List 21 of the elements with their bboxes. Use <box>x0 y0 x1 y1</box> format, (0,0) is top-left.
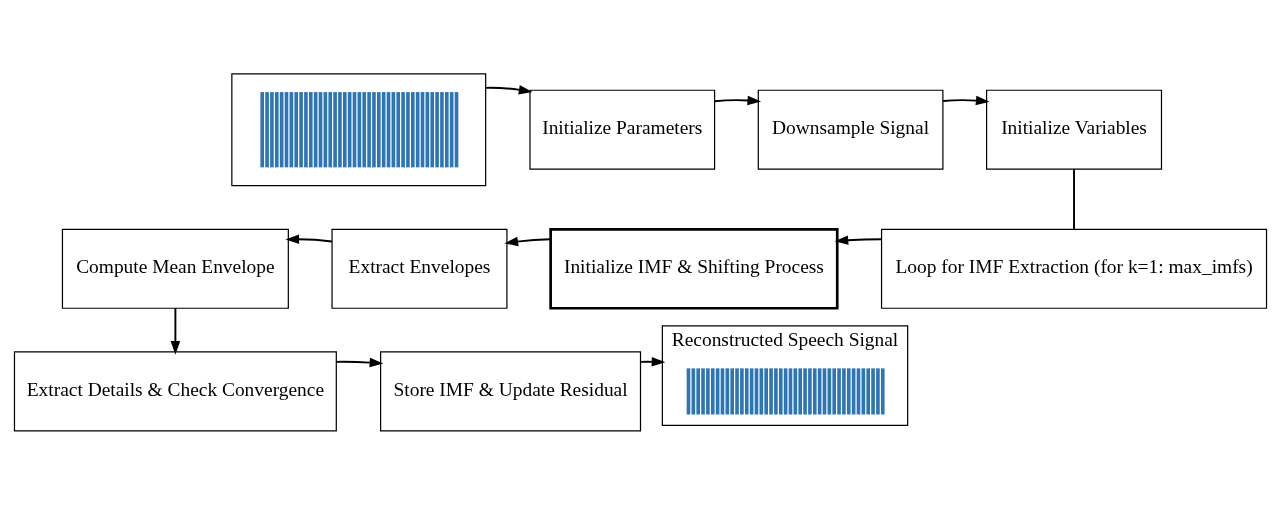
node-box: Initialize IMF & Shifting Process <box>549 227 839 310</box>
node-box: Extract Details & Check Convergence <box>13 350 337 431</box>
arrow <box>484 84 533 94</box>
node-box: Initialize Variables <box>986 89 1163 170</box>
arrow <box>639 356 666 367</box>
arrow <box>713 95 762 105</box>
arrow <box>504 236 552 246</box>
node-box: Compute Mean Envelope <box>61 228 289 309</box>
arrow <box>335 357 384 367</box>
node-box: Loop for IMF Extraction (for k=1: max_imfs) <box>880 228 1268 309</box>
cluster: Reconstructed Speech Signal <box>661 324 909 426</box>
arrow <box>170 306 181 355</box>
node-box: Store IMF & Update Residual <box>380 350 642 431</box>
node-box: Extract Envelopes <box>331 228 508 309</box>
node-box: Downsample Signal <box>757 89 944 170</box>
node-box: Initialize Parameters <box>529 89 716 170</box>
node-picture <box>231 72 487 186</box>
arrow <box>942 95 990 105</box>
arrow <box>834 234 883 245</box>
arrow <box>285 233 333 244</box>
connector <box>1073 167 1075 230</box>
